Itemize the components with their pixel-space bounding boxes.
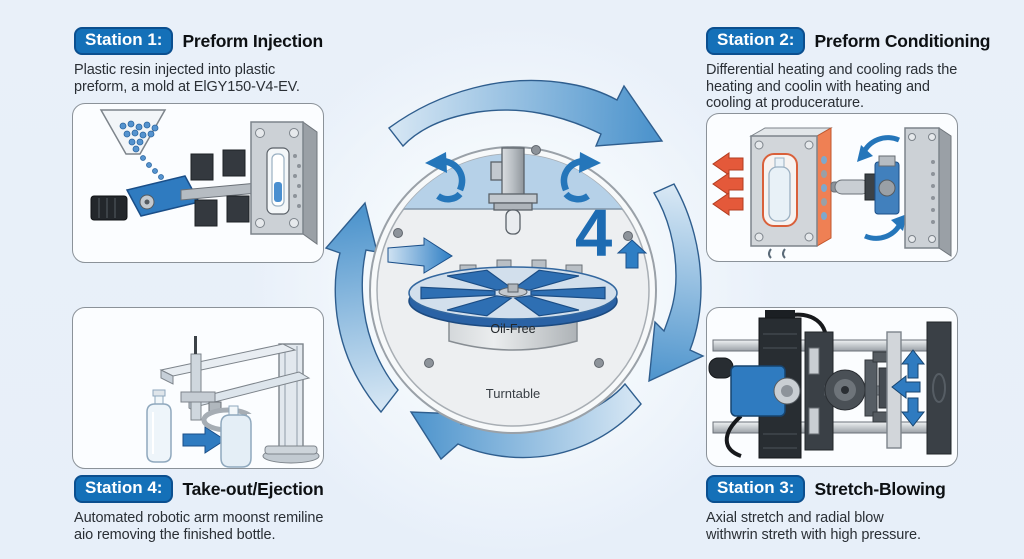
station-1-badge: Station 1: — [74, 27, 174, 56]
station-3-card — [706, 307, 958, 467]
turntable-label: Turntable — [485, 386, 541, 401]
desc-line: Automated robotic arm moonst remiline — [74, 510, 324, 527]
turntable-disc — [408, 259, 618, 328]
station-2-title: Preform Conditioning — [814, 30, 991, 51]
heat-arrows — [712, 152, 744, 216]
desc-line: Axial stretch and radial blow — [706, 510, 884, 527]
injection-unit — [90, 175, 201, 221]
stretch-arrows — [891, 349, 926, 427]
station-4-block: Station 4: Take-out/Ejection Automated r… — [74, 475, 324, 543]
desc-line: aio removing the finished bottle. — [74, 526, 276, 543]
station-2-badge: Station 2: — [706, 27, 806, 56]
desc-line: preform, a mold at ElGY150-V4-EV. — [74, 78, 300, 95]
index-arrow-right — [387, 237, 453, 274]
desc-line: cooling at producerature. — [706, 95, 864, 112]
station-2-card — [706, 113, 958, 262]
station-4-card — [72, 307, 324, 469]
station-3-badge: Station 3: — [706, 475, 806, 504]
cycle-arrow-right — [648, 183, 705, 383]
station-4-header: Station 4: Take-out/Ejection — [74, 475, 324, 504]
station-count-number: 4 — [575, 196, 612, 271]
conditioning-core — [830, 135, 907, 241]
desc-line: Differential heating and cooling rads th… — [706, 62, 958, 79]
station-1-title: Preform Injection — [182, 30, 323, 51]
station-1-block: Station 1: Preform Injection Plastic res… — [74, 27, 323, 95]
take-out-illustration — [146, 336, 320, 468]
cycle-arrow-left — [324, 201, 399, 414]
resin-fill — [274, 182, 282, 202]
station-4-badge: Station 4: — [74, 475, 174, 504]
core-spindle — [488, 147, 538, 235]
oil-free-label: Oil-Free — [490, 322, 536, 336]
preform-conditioning-illustration — [712, 127, 952, 259]
hopper-funnel — [99, 109, 170, 186]
station-3-description: Axial stretch and radial blow withwrin s… — [706, 510, 946, 543]
station-1-header: Station 1: Preform Injection — [74, 27, 323, 56]
desc-line: Plastic resin injected into plastic — [74, 62, 276, 79]
held-bottle — [220, 414, 252, 468]
desc-line: withwrin streth with high pressure. — [706, 526, 921, 543]
stretch-blowing-illustration — [708, 310, 952, 459]
finished-bottle — [146, 389, 172, 463]
temper-dots — [821, 156, 827, 220]
station-2-header: Station 2: Preform Conditioning — [706, 27, 991, 56]
preform-injection-illustration — [90, 109, 318, 245]
rotate-ccw-icon — [425, 152, 466, 203]
heating-mold — [749, 127, 833, 259]
preform-in-mold — [768, 166, 791, 222]
rotate-cw-icon — [560, 152, 601, 203]
screw-dots — [393, 145, 633, 368]
station-2-block: Station 2: Preform Conditioning Differen… — [706, 27, 991, 112]
cycle-arrow-top — [388, 79, 664, 148]
transfer-arrow-right — [182, 426, 226, 454]
station-4-description: Automated robotic arm moonst remiline ai… — [74, 510, 324, 543]
injection-mold-plate — [250, 121, 318, 245]
clamp-unit — [180, 149, 270, 227]
core-plate — [904, 127, 952, 257]
station-2-description: Differential heating and cooling rads th… — [706, 62, 990, 112]
station-1-card — [72, 103, 324, 263]
station-3-block: Station 3: Stretch-Blowing Axial stretch… — [706, 475, 946, 543]
station-4-title: Take-out/Ejection — [182, 478, 324, 499]
station-3-title: Stretch-Blowing — [814, 478, 946, 499]
lift-arrow-up — [616, 239, 648, 269]
blow-plate — [886, 321, 952, 455]
desc-line: heating and coolin with heating and — [706, 78, 930, 95]
machine-body — [708, 310, 900, 459]
station-1-description: Plastic resin injected into plastic pref… — [74, 62, 323, 95]
gantry-robot — [159, 336, 320, 468]
station-3-header: Station 3: Stretch-Blowing — [706, 475, 946, 504]
